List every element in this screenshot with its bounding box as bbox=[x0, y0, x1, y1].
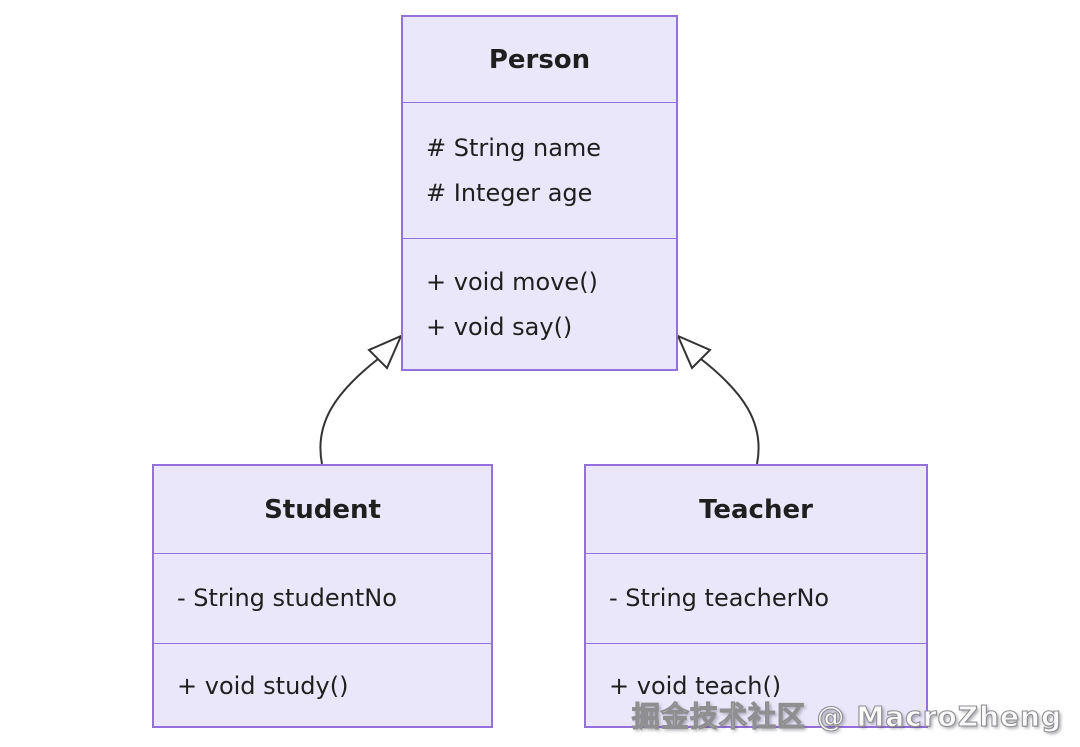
attribute-line: # String name bbox=[426, 133, 602, 162]
method-line: + void study() bbox=[177, 671, 349, 700]
class-name-teacher: Teacher bbox=[699, 494, 813, 525]
teacher-methods-compartment: + void teach() bbox=[586, 643, 926, 728]
attribute-line: - String teacherNo bbox=[609, 584, 830, 612]
student-methods-compartment: + void study() bbox=[154, 643, 491, 728]
edge-teacher-to-person bbox=[700, 358, 760, 465]
method-line: + void move() bbox=[426, 268, 598, 296]
class-box-person: Person # String name # Integer age + voi… bbox=[401, 15, 678, 371]
inheritance-arrowhead-teacher bbox=[676, 334, 712, 370]
attribute-line: # Integer age bbox=[426, 178, 593, 207]
attribute-line: - String studentNo bbox=[177, 584, 397, 612]
class-name-student: Student bbox=[264, 494, 381, 525]
inheritance-arrowhead-student bbox=[367, 334, 403, 370]
class-box-teacher: Teacher - String teacherNo + void teach(… bbox=[584, 464, 928, 728]
person-attributes-compartment: # String name # Integer age bbox=[403, 102, 676, 238]
class-name-person: Person bbox=[488, 44, 591, 75]
person-methods-compartment: + void move() + void say() bbox=[403, 238, 676, 371]
method-line: + void teach() bbox=[609, 671, 782, 700]
watermark: 掘金技术社区 @ MacroZheng bbox=[631, 699, 1062, 733]
teacher-attributes-compartment: - String teacherNo bbox=[586, 553, 926, 643]
student-attributes-compartment: - String studentNo bbox=[154, 553, 491, 643]
method-line: + void say() bbox=[426, 313, 573, 341]
edge-student-to-person bbox=[319, 358, 379, 465]
class-box-student: Student - String studentNo + void study(… bbox=[152, 464, 493, 728]
